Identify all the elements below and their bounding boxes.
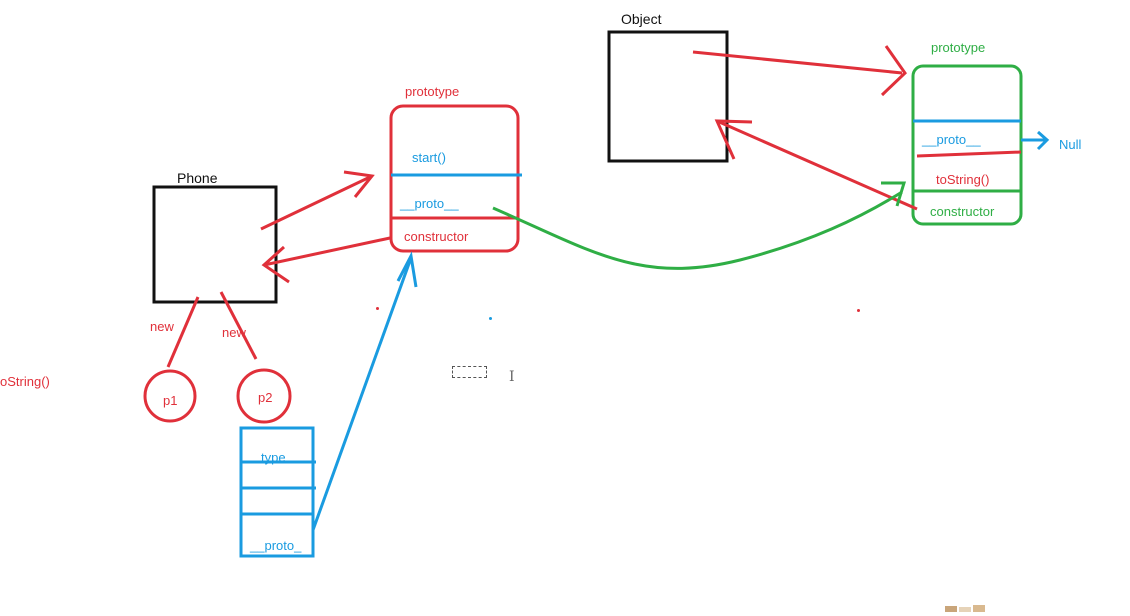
constructor-to-object-arrowhead	[714, 119, 753, 160]
stray-dot-red-2	[857, 309, 860, 312]
selection-marquee	[452, 366, 487, 378]
phone-prototype-constructor: constructor	[404, 229, 469, 244]
constructor-to-phone-arrowhead	[261, 245, 290, 284]
instance-proto-label: __proto_	[250, 538, 302, 553]
p1-circle	[143, 369, 197, 423]
stray-dot-blue	[489, 317, 492, 320]
phone-prototype-method: start()	[412, 150, 446, 165]
stray-dot-red	[376, 307, 379, 310]
phone-to-prototype-arrowhead	[343, 170, 375, 198]
instance-object-box	[239, 426, 315, 558]
left-partial-tostring: oString()	[0, 374, 50, 389]
new-label-left: new	[150, 319, 174, 334]
proto-to-object-prototype-curve	[492, 190, 903, 270]
object-title: Object	[621, 11, 662, 27]
object-prototype-box	[911, 64, 1023, 226]
p2-label: p2	[258, 390, 273, 405]
p1-label: p1	[163, 393, 178, 408]
new-line-p2	[219, 291, 258, 360]
new-label-right: new	[222, 325, 246, 340]
p2-circle	[236, 368, 292, 424]
phone-prototype-proto: __proto__	[400, 196, 459, 211]
phone-title: Phone	[177, 170, 218, 186]
instance-proto-arrow	[311, 257, 413, 531]
constructor-to-phone-arrow	[263, 236, 391, 267]
object-prototype-divider-red	[916, 150, 1022, 158]
thumbnail-icon	[945, 605, 985, 612]
object-to-prototype-arrowhead	[880, 45, 907, 97]
proto-to-object-prototype-arrowhead	[881, 181, 907, 207]
phone-to-prototype-arrow	[260, 175, 371, 231]
object-prototype-title: prototype	[931, 40, 986, 55]
constructor-to-object-arrow	[716, 119, 918, 211]
object-constructor-box	[607, 30, 729, 163]
null-label: Null	[1059, 137, 1082, 152]
object-proto-to-null-arrowhead	[1036, 130, 1050, 151]
new-line-p1	[166, 296, 200, 368]
instance-proto-arrowhead	[396, 251, 418, 288]
object-to-prototype-arrow	[692, 50, 903, 75]
object-prototype-method: toString()	[936, 172, 990, 187]
instance-type-label: type	[261, 450, 286, 465]
phone-prototype-title: prototype	[405, 84, 460, 99]
object-prototype-proto: __proto__	[922, 132, 981, 147]
object-prototype-constructor: constructor	[930, 204, 995, 219]
phone-prototype-box	[389, 104, 520, 253]
phone-constructor-box	[152, 185, 278, 304]
text-cursor-icon: I	[509, 369, 515, 385]
